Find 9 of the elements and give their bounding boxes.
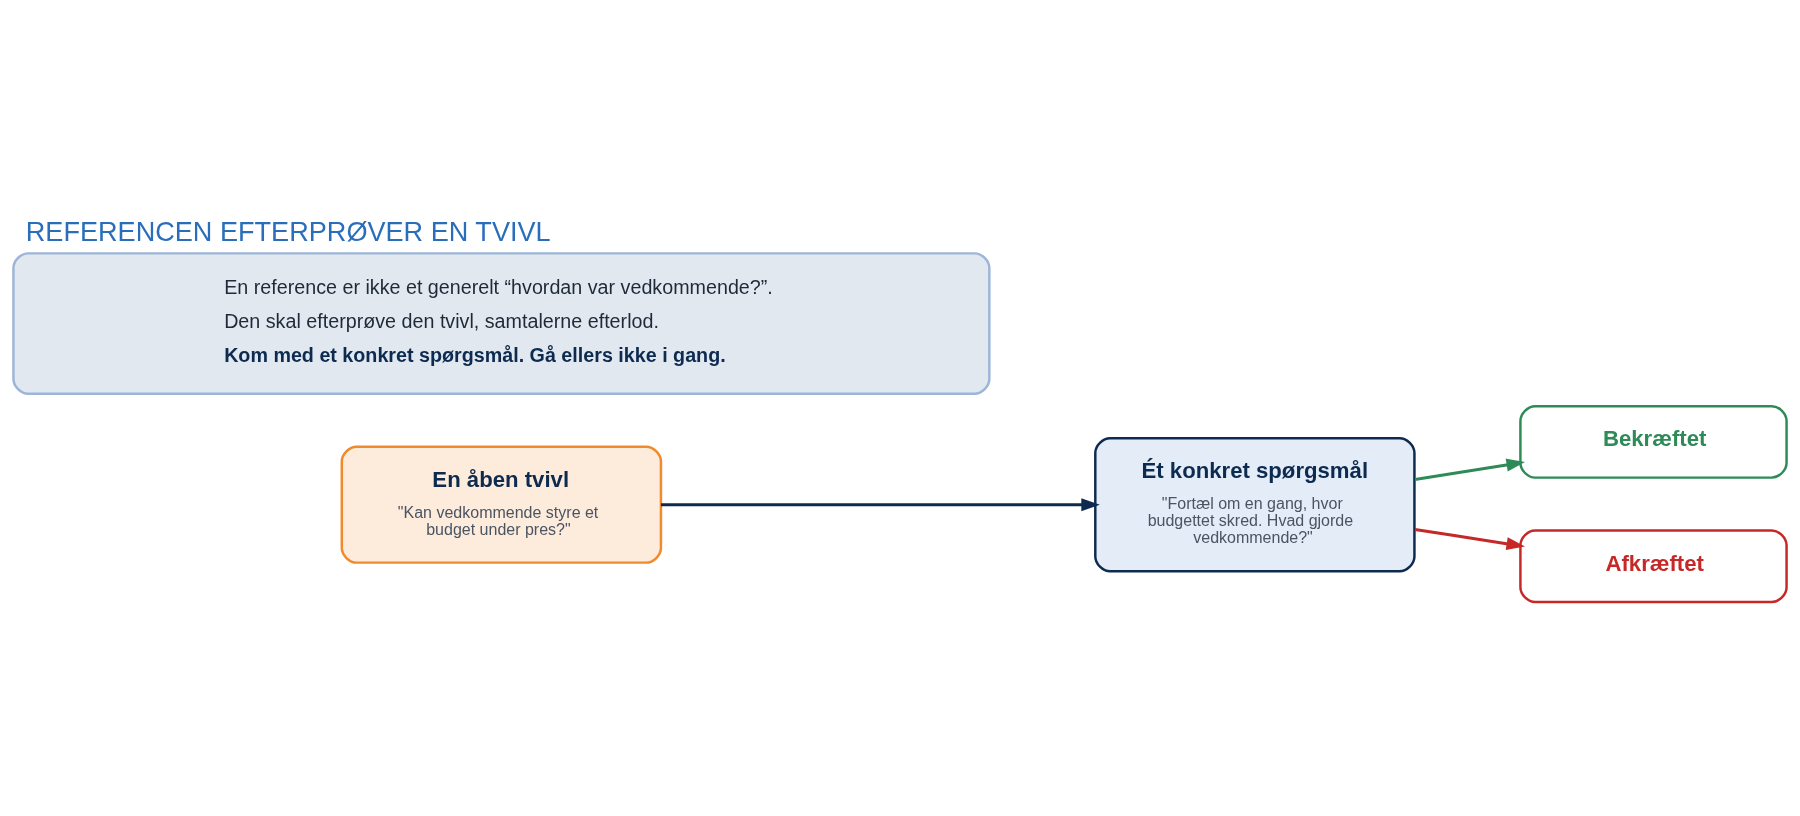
node-box: Bekræftet: [1519, 404, 1788, 479]
diagram-title: REFERENCEN EFTERPRØVER EN TVIVL: [25, 215, 551, 247]
node-box: En åben tvivl "Kan vedkommende styre et budget under pres?": [340, 445, 663, 564]
arrow: [1414, 527, 1525, 551]
node-box: En reference er ikke et generelt “hvordan var vedkommende?”. Den skal efterprøve den tvivl, samtalerne efterlod. Kom med et konkret spørgsmål. Gå ellers ikke i gang.: [12, 252, 991, 396]
arrow: [1414, 458, 1525, 482]
node-box: Afkræftet: [1519, 529, 1788, 604]
node-box: Ét konkret spørgsmål "Fortæl om en gang, hvor budgettet skred. Hvad gjorde vedkommende?": [1094, 436, 1416, 573]
arrow: [660, 498, 1100, 512]
